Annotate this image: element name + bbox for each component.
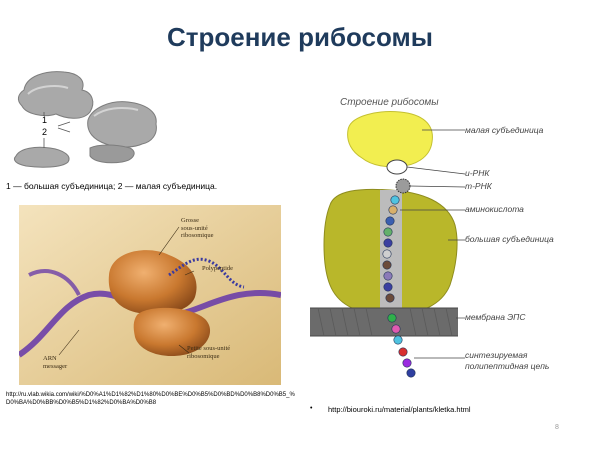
- label-small-subunit: малая субъединица: [465, 125, 544, 135]
- ribosome-illustration: Grosse sous-unité ribosomique Polypeptid…: [19, 205, 281, 385]
- ribosome-shape-right: [87, 101, 157, 148]
- polypeptide-chain: [168, 257, 245, 289]
- label-i-rna: и-РНК: [465, 168, 490, 178]
- label-eps-membrane: мембрана ЭПС: [465, 312, 526, 322]
- source-link-right[interactable]: http://biouroki.ru/material/plants/kletk…: [328, 405, 471, 414]
- label-polypeptide-chain: синтезируемая полипептидная цепь: [465, 350, 550, 371]
- slide-title: Строение рибосомы: [166, 22, 433, 52]
- label-t-rna: т-РНК: [465, 181, 492, 191]
- label-amino-acid: аминокислота: [465, 204, 524, 214]
- page-number: 8: [555, 424, 559, 431]
- small-subunit-blob: [347, 111, 433, 168]
- figure-caption: 1 — большая субъединица; 2 — малая субъе…: [6, 181, 218, 191]
- t-rna-ball: [395, 178, 411, 194]
- source-link-left[interactable]: http://ru.vlab.wikia.com/wiki/%D0%A1%D1%…: [6, 392, 295, 406]
- label-large-subunit: большая субъединица: [465, 234, 554, 244]
- label-polypeptide: Polypeptide: [202, 265, 234, 272]
- label-number-1: 1: [42, 115, 47, 125]
- small-subunit-3d: [133, 307, 211, 357]
- ribosome-small-part-right: [89, 144, 135, 164]
- eps-membrane-band: [310, 308, 458, 336]
- label-petite-sous-unite: Petite sous-unité ribosomique: [187, 345, 231, 360]
- central-channel: [380, 190, 402, 325]
- bullet: •: [310, 405, 313, 412]
- large-subunit-shape-left: [17, 71, 94, 119]
- amino-acid-chain: [382, 195, 416, 378]
- diagram-title: Строение рибосомы: [340, 97, 439, 108]
- ribosome-diagram: [310, 111, 466, 378]
- label-arn-messager: ARN messager: [43, 355, 68, 370]
- label-grosse-sous-unite: Grosse sous-unité ribosomique: [181, 217, 214, 239]
- i-rna-oval: [386, 159, 408, 175]
- small-subunit-shape-left: [13, 146, 70, 168]
- label-number-2: 2: [42, 127, 47, 137]
- subunits-figure: 1 2: [13, 71, 157, 168]
- large-subunit-3d: [108, 250, 197, 315]
